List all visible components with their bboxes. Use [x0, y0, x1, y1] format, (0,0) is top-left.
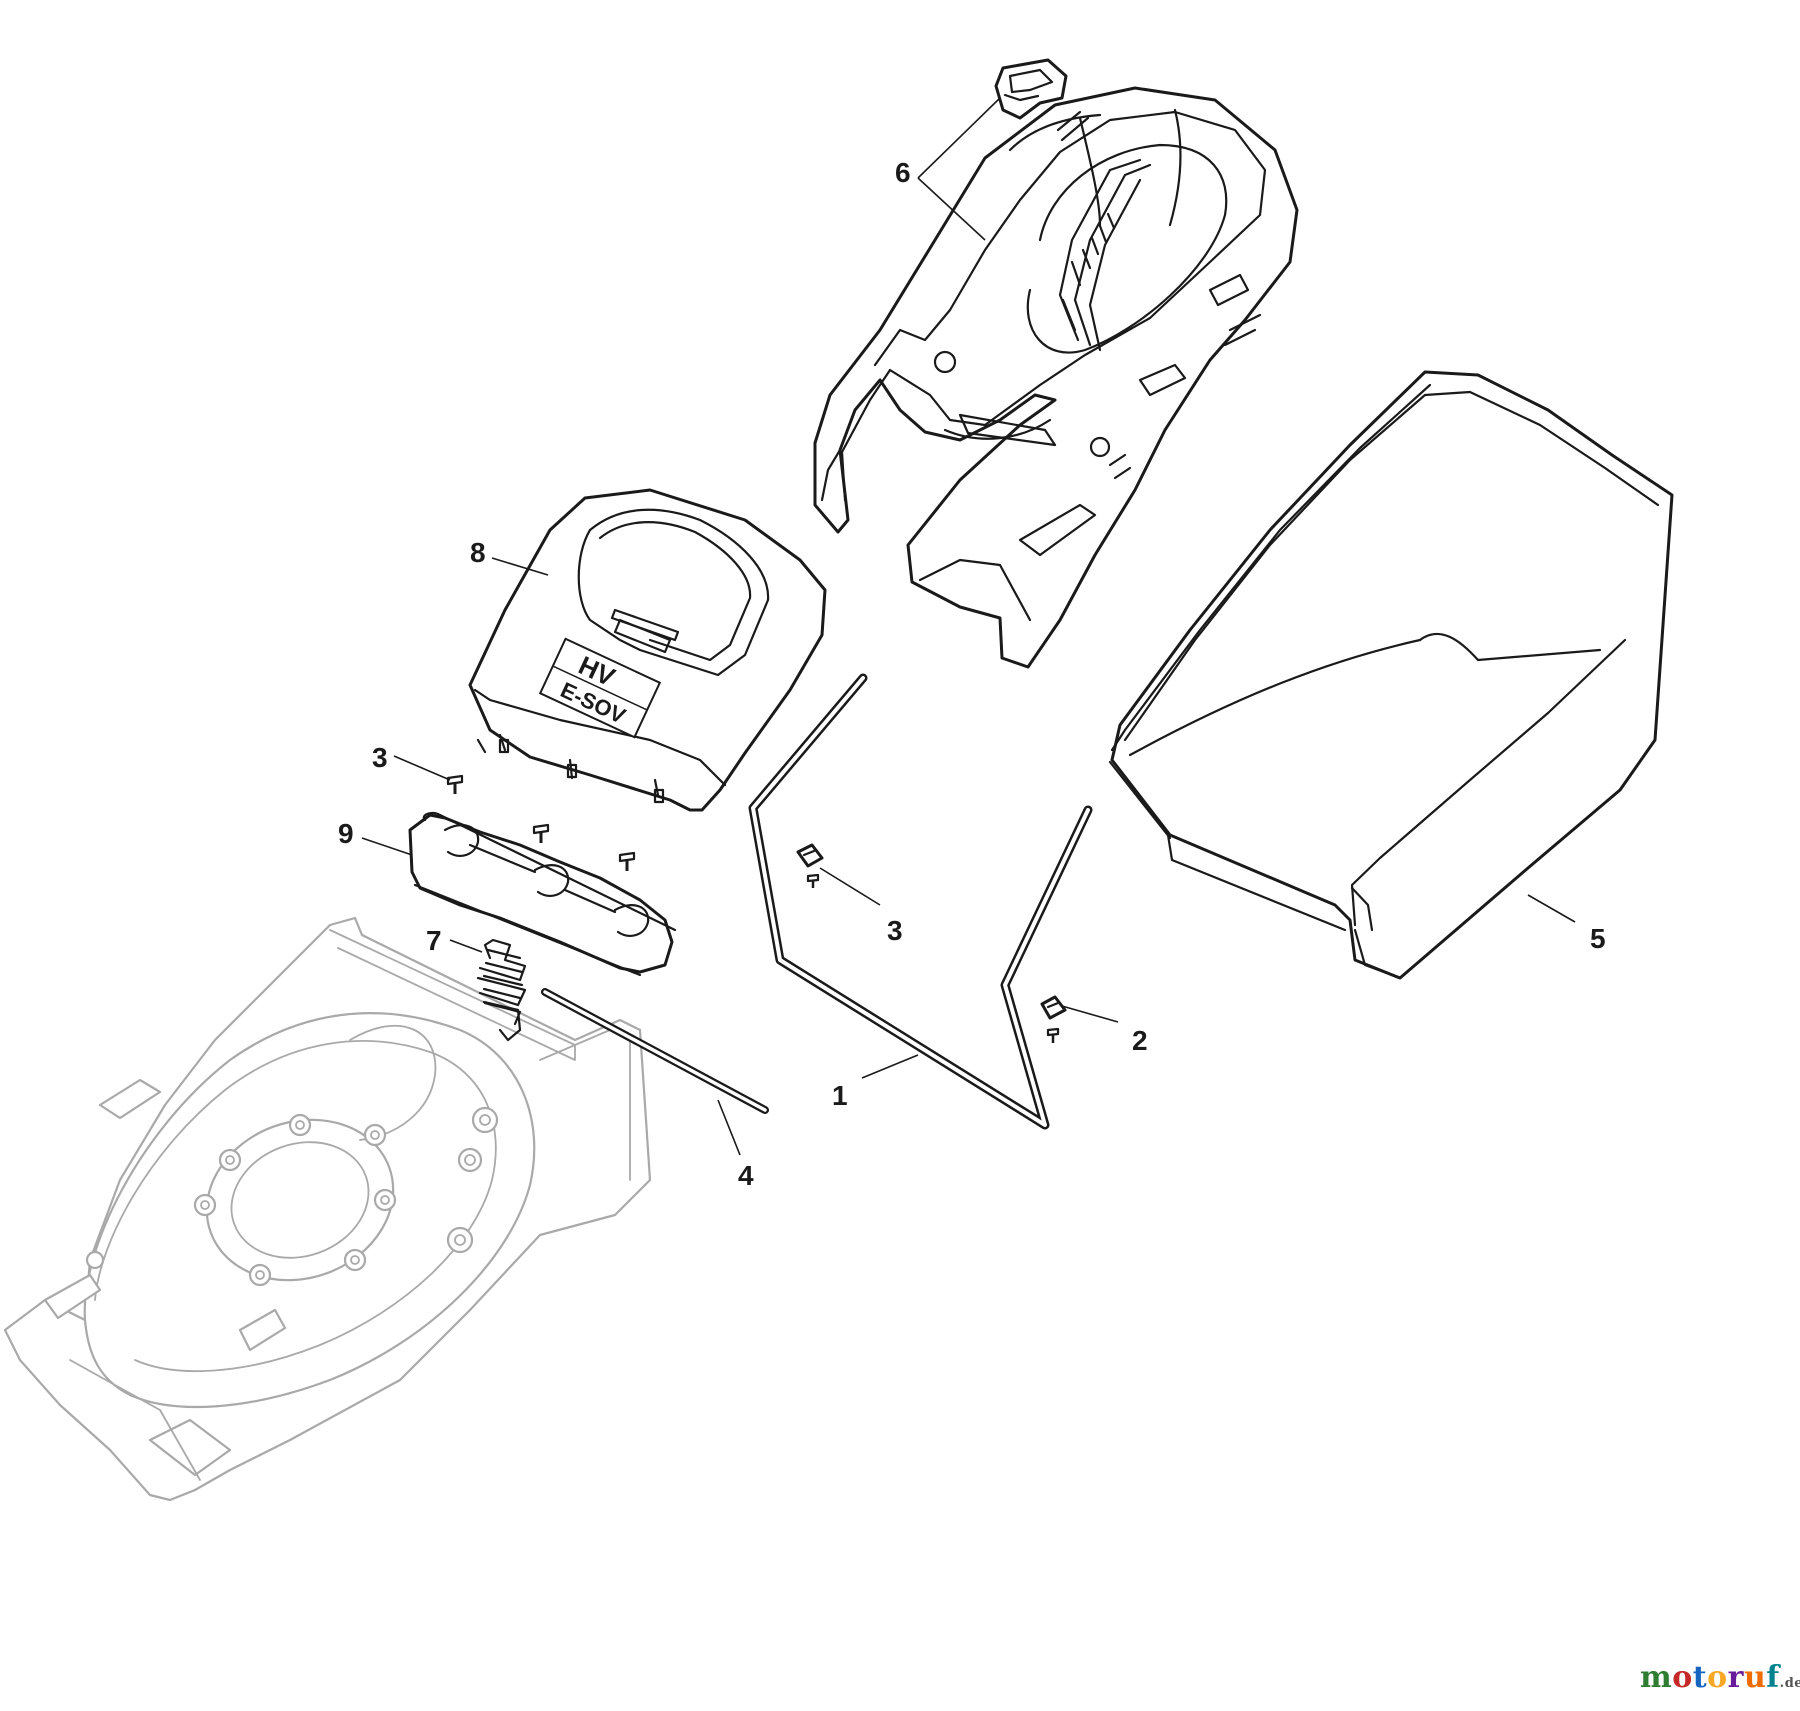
- part-5-grass-bag: [1108, 370, 1674, 980]
- callout-4: 4: [738, 1160, 754, 1191]
- part-9-hinge-bracket: [408, 811, 677, 977]
- callout-9: 9: [338, 818, 354, 849]
- deck-bolts: [85, 1106, 499, 1287]
- nut-3b: [796, 843, 824, 868]
- screw-9a: [532, 823, 550, 843]
- leader-lines: [361, 97, 1576, 1156]
- screw-3a: [446, 774, 464, 794]
- watermark-text: motoruf: [1640, 1660, 1780, 1695]
- screw-2: [1046, 1027, 1060, 1043]
- callout-1: 1: [832, 1080, 848, 1111]
- callout-6: 6: [895, 157, 911, 188]
- callout-2: 2: [1132, 1025, 1148, 1056]
- part-4-rod: [541, 988, 769, 1114]
- screw-3b: [806, 873, 820, 888]
- callout-7: 7: [426, 925, 442, 956]
- callout-3-right: 3: [887, 915, 903, 946]
- part-7-spring: [476, 938, 527, 1042]
- mower-deck: [3, 916, 652, 1502]
- part-6-clip: [994, 58, 1068, 120]
- callout-5: 5: [1590, 923, 1606, 954]
- nut-2: [1040, 995, 1067, 1020]
- watermark-tld: .de: [1779, 1676, 1800, 1691]
- part-6-chute-cover: [813, 86, 1299, 669]
- callout-3-left: 3: [372, 742, 388, 773]
- callout-8: 8: [470, 537, 486, 568]
- callouts: 6 8 3 9 7 4 1 3 2 5: [338, 157, 1606, 1191]
- motoruf-watermark: motoruf.de: [1640, 1660, 1800, 1695]
- screws-and-nuts: [446, 774, 1067, 1043]
- part-8-rear-cover: [468, 488, 827, 812]
- screw-9b: [618, 851, 636, 871]
- part-1-wire-frame: [748, 673, 1093, 1130]
